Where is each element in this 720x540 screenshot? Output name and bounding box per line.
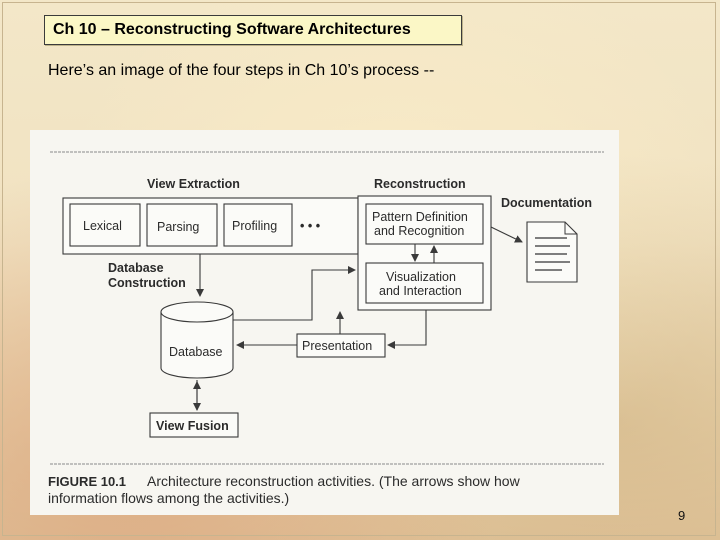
database-label: Database bbox=[169, 345, 223, 359]
documentation-label: Documentation bbox=[501, 196, 592, 210]
db-construction-line1: Database bbox=[108, 261, 164, 275]
db-construction-line2: Construction bbox=[108, 276, 186, 290]
view-fusion-box bbox=[149, 412, 239, 438]
pattern-recognition-box bbox=[365, 203, 484, 245]
parsing-box bbox=[146, 203, 218, 247]
visualization-line2: and Interaction bbox=[379, 284, 462, 298]
document-icon bbox=[526, 221, 578, 283]
parsing-label: Parsing bbox=[157, 220, 199, 234]
slide-subtitle: Here’s an image of the four steps in Ch … bbox=[48, 62, 435, 79]
figure-caption-label: FIGURE 10.1 bbox=[48, 474, 126, 489]
pattern-line2: and Recognition bbox=[374, 224, 464, 238]
reconstruction-label: Reconstruction bbox=[374, 177, 466, 191]
lexical-box bbox=[69, 203, 141, 247]
figure-image: View Extraction Lexical Parsing Profilin… bbox=[30, 130, 619, 515]
view-fusion-label: View Fusion bbox=[156, 419, 229, 433]
arrow-database-to-reconstruction bbox=[233, 266, 356, 321]
pattern-line1: Pattern Definition bbox=[372, 210, 468, 224]
lexical-label: Lexical bbox=[83, 219, 122, 233]
page-number: 9 bbox=[678, 508, 686, 523]
slide-title-box: Ch 10 – Reconstructing Software Architec… bbox=[44, 15, 462, 45]
slide-title: Ch 10 – Reconstructing Software Architec… bbox=[53, 21, 411, 38]
profiling-label: Profiling bbox=[232, 219, 277, 233]
database-cylinder-icon bbox=[160, 301, 234, 379]
view-extraction-label: View Extraction bbox=[147, 177, 240, 191]
visualization-line1: Visualization bbox=[386, 270, 456, 284]
more-steps-ellipsis: • • • bbox=[300, 219, 320, 233]
arrow-to-documentation bbox=[490, 226, 523, 243]
arrow-reconstruction-to-presentation bbox=[387, 310, 427, 349]
figure-caption-line2: information flows among the activities.) bbox=[48, 490, 289, 506]
figure-caption-line1: Architecture reconstruction activities. … bbox=[147, 473, 521, 489]
presentation-label: Presentation bbox=[302, 339, 372, 353]
profiling-box bbox=[223, 203, 293, 247]
visualization-box bbox=[365, 262, 484, 304]
